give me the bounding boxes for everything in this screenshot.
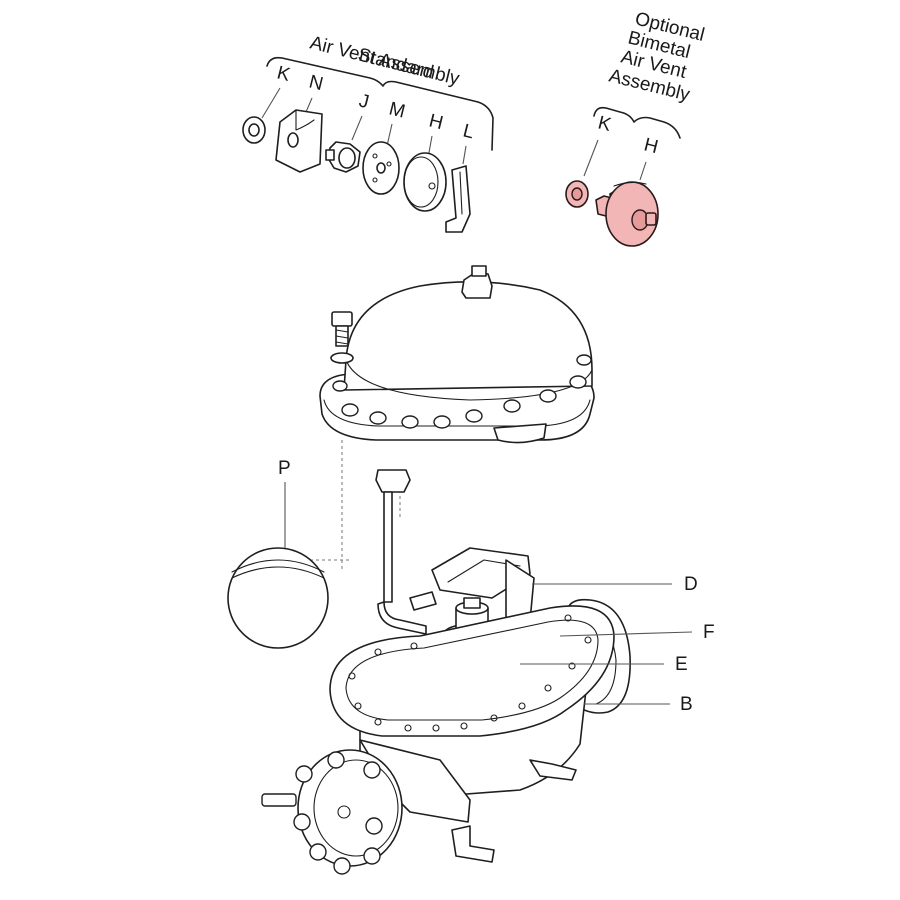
optional-leader-h	[639, 161, 647, 181]
part-label-h: H	[427, 110, 445, 134]
part-label-l: L	[461, 120, 476, 143]
cover-bolts	[332, 354, 592, 429]
leader-f	[559, 631, 693, 637]
optional-washer-k-part	[565, 180, 589, 208]
optional-bimetal-assembly: Optional Bimetal Air Vent Assembly K H	[565, 8, 707, 247]
washer-k-part	[242, 116, 266, 144]
part-label-n: N	[307, 71, 325, 95]
optional-bracket	[593, 106, 681, 139]
disc-m-part	[362, 141, 400, 195]
inlet-flange-studs	[261, 751, 383, 875]
optional-part-label-k: K	[596, 112, 614, 136]
bimetal-element-h-part	[595, 181, 659, 247]
part-label-j: J	[357, 90, 371, 113]
optional-part-label-h: H	[642, 134, 660, 158]
callout-d: D	[684, 574, 698, 595]
leader-l	[462, 145, 467, 165]
callout-f: F	[703, 622, 715, 643]
trap-cover	[319, 265, 595, 444]
optional-leader-k	[583, 139, 599, 177]
leader-n	[305, 97, 313, 113]
standard-air-vent-assembly: Standard Air Vent Assembly K N J M H L	[242, 32, 494, 233]
float-ball-p	[227, 547, 329, 649]
standard-bracket	[266, 56, 494, 151]
callouts: P D F E B	[278, 458, 715, 715]
leader-m	[386, 123, 393, 147]
cover-bolt-loose	[330, 311, 354, 364]
callout-e: E	[675, 654, 688, 675]
leader-k	[261, 87, 281, 119]
part-label-k: K	[275, 62, 293, 86]
part-label-m: M	[387, 98, 407, 122]
element-h-part	[403, 152, 447, 212]
bushing-j-part	[325, 141, 361, 173]
bracket-l-part	[445, 165, 471, 233]
callout-b: B	[680, 694, 693, 715]
clip-n-part	[275, 109, 323, 173]
callout-p: P	[278, 458, 291, 479]
leader-j	[351, 115, 363, 141]
trap-body	[261, 598, 631, 875]
standard-title-line2: Air Vent Assembly	[308, 32, 462, 90]
body-flange-holes	[348, 614, 592, 732]
